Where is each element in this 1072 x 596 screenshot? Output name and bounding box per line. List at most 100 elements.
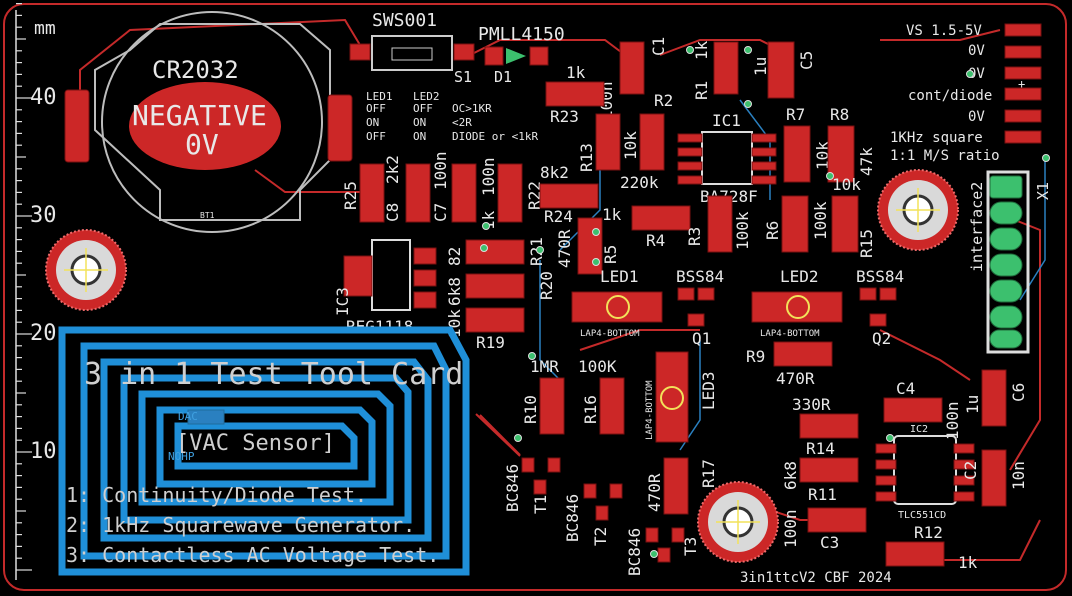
mounting-hole — [697, 481, 779, 563]
c5-value: 1u — [751, 57, 770, 76]
ic3-label: IC3 — [333, 287, 352, 316]
vias — [480, 46, 1050, 558]
r16-label: R16 — [581, 395, 600, 424]
components-left: R25 C8 2k2 C7 100n 1k 100n R22 8k2 R24 1… — [341, 151, 876, 275]
c7-label: C7 — [431, 203, 450, 222]
title-line-1: 1: Continuity/Diode Test. — [66, 483, 367, 507]
credit-label: 3in1ttcV2 CBF 2024 — [740, 570, 892, 586]
ic2-label: IC2 — [910, 424, 928, 435]
via — [592, 228, 600, 236]
interface-label: interface2 — [968, 182, 986, 272]
value-6k8-b: 6k8 — [781, 461, 800, 490]
r15-label: R15 — [857, 229, 876, 258]
via — [650, 550, 658, 558]
r9-value: 470R — [776, 369, 815, 388]
r14-label: R14 — [806, 439, 835, 458]
led-section: LED1 LAP4-BOTTOM BSS84 Q1 LED2 LAP4-BOTT… — [571, 267, 904, 348]
title-main: 3 in 1 Test Tool Card — [84, 357, 463, 392]
components-upper: C1 100n R1 1k C5 1u 1k R23 R2 R13 10k 22… — [545, 37, 876, 206]
led-table-r3c2: ON — [413, 130, 426, 143]
value-10k-b: 10k — [832, 175, 861, 194]
switch-ref: S1 — [454, 68, 472, 86]
value-1k-b: 1k — [602, 205, 622, 224]
battery-ref: BT1 — [200, 211, 215, 220]
switch-name: SWS001 — [372, 10, 437, 31]
led-table-r3c3: DIODE or <1kR — [452, 130, 538, 143]
components-lower-middle: 1MR R10 100K R16 LAP4-BOTTOM LED3 470R R… — [503, 351, 892, 586]
led3-label: LED3 — [699, 371, 718, 410]
led-table: LED1 LED2 OFF OFF OC>1KR ON ON <2R OFF O… — [366, 90, 538, 143]
t2-part: BC846 — [563, 494, 582, 542]
via — [536, 246, 544, 254]
led-table-r1c1: OFF — [366, 102, 386, 115]
value-1u-b: 1u — [963, 395, 982, 414]
led-table-r3c1: OFF — [366, 130, 386, 143]
ruler-label-10: 10 — [30, 439, 57, 464]
led-table-r2c1: ON — [366, 116, 379, 129]
via — [1042, 154, 1050, 162]
via — [482, 222, 490, 230]
r19-label: R19 — [476, 333, 505, 352]
t3-part: BC846 — [625, 528, 644, 576]
r16-value: 100K — [578, 357, 617, 376]
r6-label: R6 — [763, 221, 782, 240]
r1-value: 1k — [692, 40, 711, 60]
r1-extra-value: 1k — [566, 63, 586, 82]
value-6k8: 6k8 — [445, 277, 464, 306]
via — [886, 434, 894, 442]
battery-negative-pad — [129, 82, 281, 170]
battery-coin-outline — [101, 11, 323, 233]
r20-label: R20 — [537, 271, 556, 300]
r6-value: 100k — [811, 201, 830, 240]
mounting-hole — [877, 169, 959, 251]
r9-label: R9 — [746, 347, 765, 366]
value-220k: 220k — [620, 173, 659, 192]
value-100n-c: 100n — [943, 401, 962, 440]
r1-label: R1 — [692, 81, 711, 100]
r2-label: R2 — [654, 91, 673, 110]
led-table-r2c2: ON — [413, 116, 426, 129]
title-block: 3 in 1 Test Tool Card [VAC Sensor] 1: Co… — [66, 357, 463, 567]
value-2k2: 2k2 — [383, 155, 402, 184]
components-lower-right: R9 470R C4 100n 1u C6 330R R14 R11 6k8 1… — [746, 341, 1028, 572]
coil-blue-label-2: NOHP — [168, 450, 195, 463]
conn-label-0v-3: 0V — [968, 109, 985, 125]
value-100n-d: 100n — [781, 509, 800, 548]
vac-sensor-coil: DAC NOHP — [58, 326, 521, 576]
ruler-label-40: 40 — [30, 85, 57, 110]
via — [966, 70, 974, 78]
r8-value: 47k — [857, 147, 876, 176]
r11-label: R11 — [808, 485, 837, 504]
conn-label-square: 1KHz square — [890, 130, 983, 146]
via — [826, 172, 834, 180]
led2-label: LED2 — [780, 267, 819, 286]
value-330r: 330R — [792, 395, 831, 414]
led1-label: LED1 — [600, 267, 639, 286]
ic2-part: TLC551CD — [898, 510, 946, 521]
battery-outline — [94, 23, 331, 221]
battery-pad-left — [64, 89, 90, 163]
r24-label: R24 — [544, 207, 573, 226]
conn-plus: + — [1018, 77, 1025, 91]
q2-part: BSS84 — [856, 267, 904, 286]
via — [528, 352, 536, 360]
battery-voltage: 0V — [185, 128, 219, 161]
q1-label: Q1 — [692, 329, 711, 348]
interface-ref: X1 — [1034, 182, 1052, 200]
r23-label: R23 — [550, 107, 579, 126]
q2-label: Q2 — [872, 329, 891, 348]
led-table-r1c2: OFF — [413, 102, 433, 115]
conn-label-ratio: 1:1 M/S ratio — [890, 148, 1000, 164]
value-100n-b: 100n — [479, 157, 498, 196]
led1-package: LAP4-BOTTOM — [580, 329, 640, 339]
via — [592, 258, 600, 266]
r13-label: R13 — [577, 143, 596, 172]
via — [686, 46, 694, 54]
battery-polarity: NEGATIVE — [132, 99, 267, 132]
title-sensor: [VAC Sensor] — [176, 431, 335, 456]
interface2-header: interface2 X1 — [968, 170, 1052, 354]
via — [480, 244, 488, 252]
mounting-hole — [45, 229, 127, 311]
r21-value: 470R — [555, 229, 574, 268]
